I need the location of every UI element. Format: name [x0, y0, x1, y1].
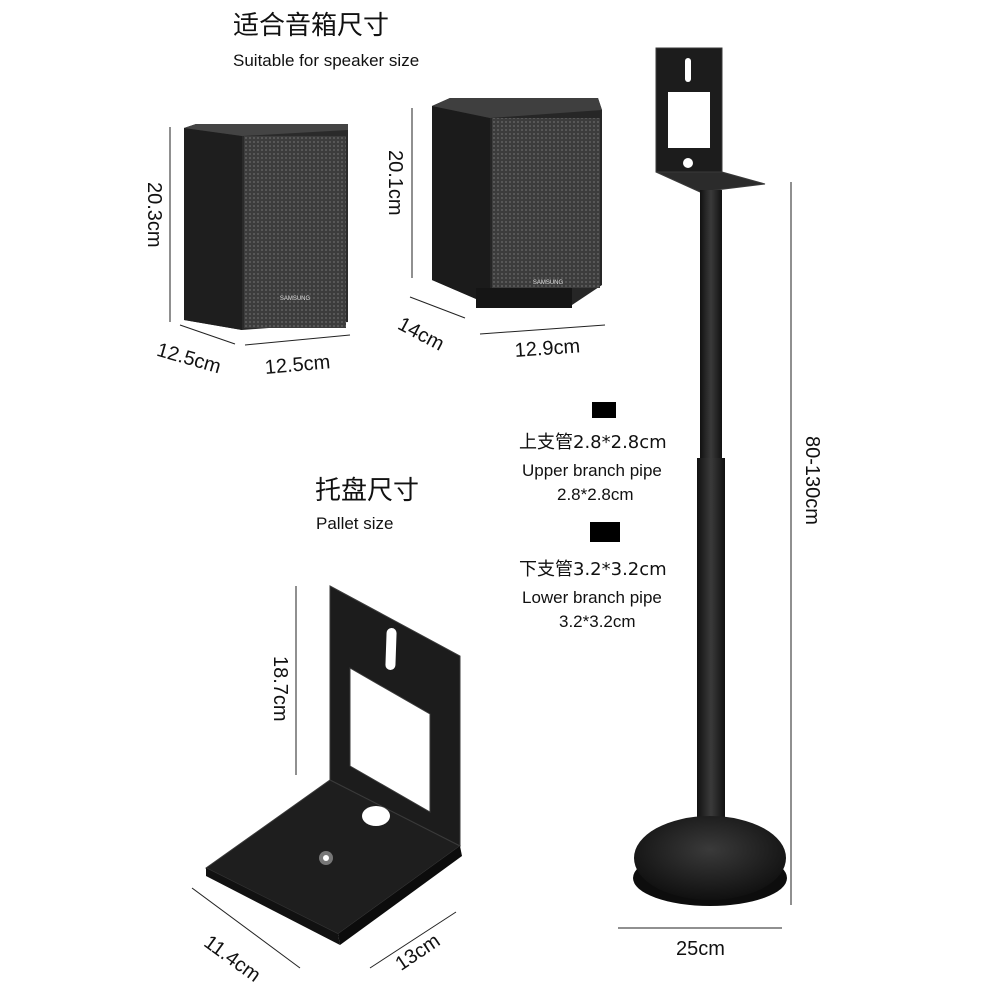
- stand-image: [633, 47, 787, 906]
- speaker-2-height: 20.1cm: [384, 150, 406, 216]
- lower-pipe-swatch: [590, 522, 620, 542]
- stand-dimension-lines: [618, 182, 792, 929]
- lower-pipe-label-cn: 下支管3.2*3.2cm: [519, 559, 667, 580]
- stand-base-diameter: 25cm: [676, 938, 725, 960]
- lower-pipe-label-en: Lower branch pipe: [522, 588, 662, 607]
- speaker-1-image: SAMSUNG: [184, 124, 348, 330]
- stand-height-range: 80-130cm: [801, 436, 823, 525]
- speaker-2-width: 12.9cm: [513, 335, 581, 362]
- upper-pipe-swatch: [592, 402, 616, 418]
- svg-text:SAMSUNG: SAMSUNG: [533, 280, 564, 286]
- speaker-section-title-cn: 适合音箱尺寸: [233, 11, 390, 41]
- speaker-1-width: 12.5cm: [263, 351, 332, 379]
- svg-text:SAMSUNG: SAMSUNG: [280, 296, 311, 302]
- upper-pipe-size: 2.8*2.8cm: [557, 485, 634, 504]
- speaker-dimension-lines: [169, 108, 606, 346]
- pallet-image: [205, 585, 462, 945]
- upper-pipe-label-en: Upper branch pipe: [522, 461, 662, 480]
- pallet-section-title-cn: 托盘尺寸: [315, 476, 420, 506]
- pallet-height: 18.7cm: [269, 656, 291, 722]
- lower-pipe-size: 3.2*3.2cm: [559, 612, 636, 631]
- speaker-1-height: 20.3cm: [143, 182, 165, 248]
- speaker-section-title-en: Suitable for speaker size: [233, 51, 420, 70]
- pallet-dimension-lines: [191, 586, 457, 969]
- pallet-section-title-en: Pallet size: [316, 514, 394, 533]
- speaker-2-image: SAMSUNG: [432, 98, 602, 308]
- upper-pipe-label-cn: 上支管2.8*2.8cm: [519, 432, 667, 453]
